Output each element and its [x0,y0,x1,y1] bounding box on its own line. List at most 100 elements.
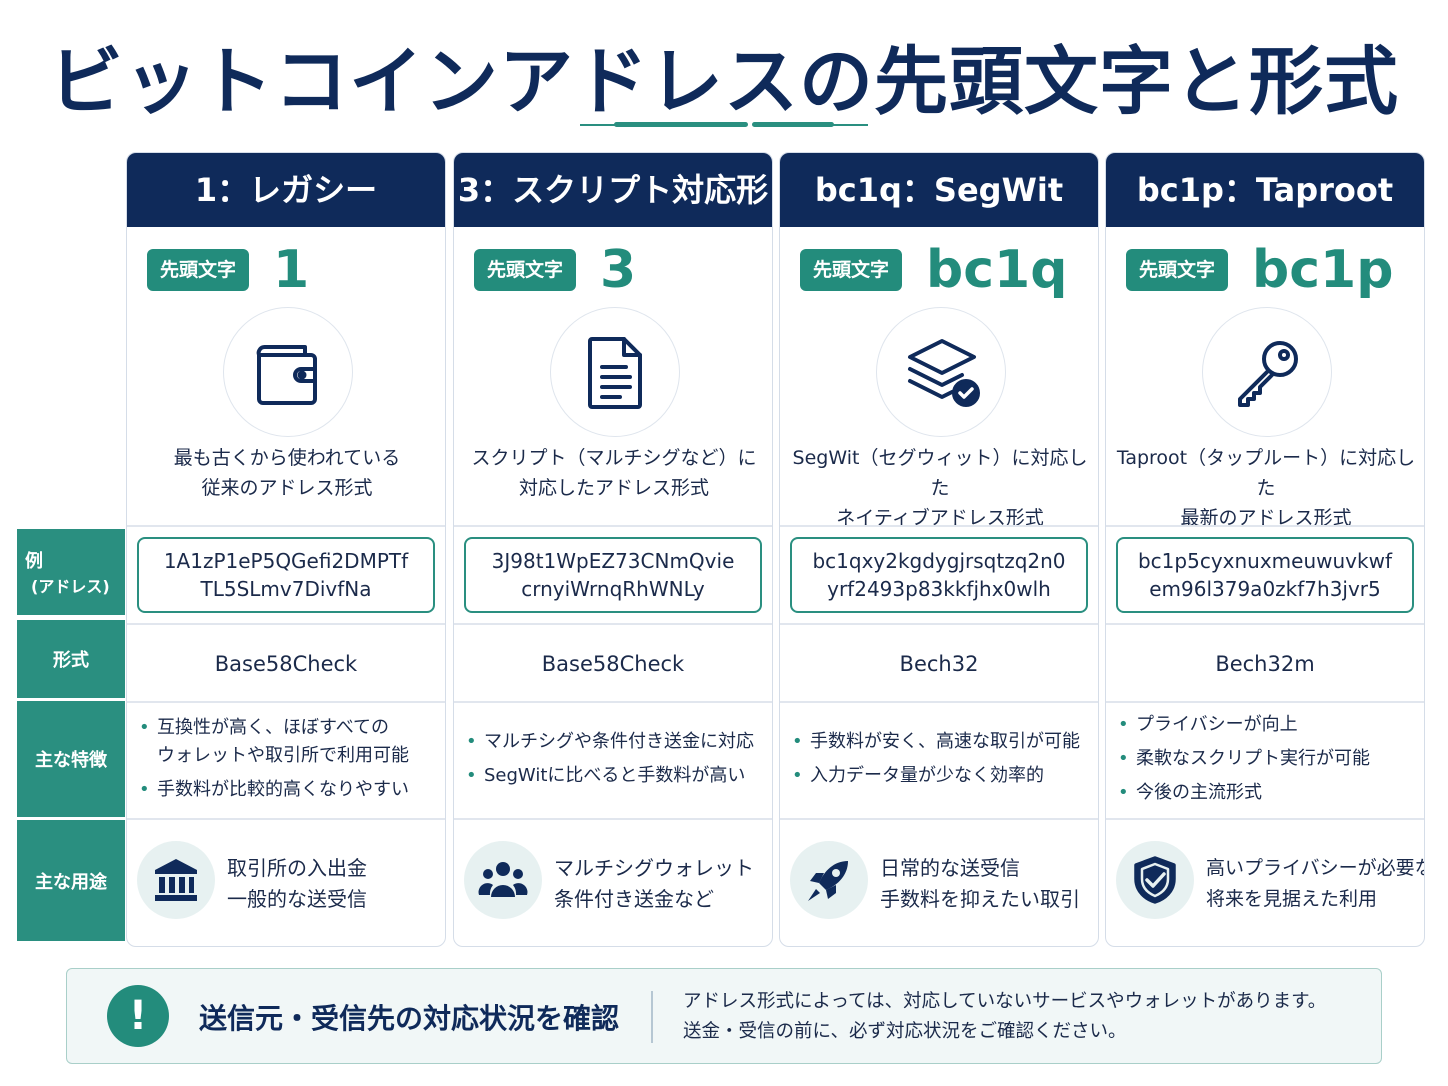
row-label-features: 主な特徴 [17,701,125,817]
features-list: マルチシグや条件付き送金に対応 SegWitに比べると手数料が高い [464,701,769,817]
row-label-example-main: 例 [25,551,43,572]
prefix-value: bc1p [1252,240,1394,300]
example-address[interactable]: bc1p5cyxnuxmeuwuvkwf em96l379a0zkf7h3jvr… [1116,537,1414,613]
desc-line-2: ネイティブアドレス形式 [836,507,1044,529]
address-line-1: bc1qxy2kgdygjrsqtzq2n0 [812,549,1066,573]
divider [1106,818,1424,820]
usage-line-2: 将来を見据えた利用 [1206,888,1378,910]
card-header: 1：レガシー [127,153,445,227]
card-description: SegWit（セグウィット）に対応した ネイティブアドレス形式 [788,443,1092,533]
prefix-badge: 先頭文字 [800,249,902,291]
divider [1106,623,1424,625]
desc-line-2: 対応したアドレス形式 [518,477,709,499]
divider [454,818,772,820]
notice-divider [651,991,653,1043]
shield-check-icon [1116,841,1194,919]
card-description: Taproot（タップルート）に対応した 最新のアドレス形式 [1114,443,1418,533]
address-line-1: 3J98t1WpEZ73CNmQvie [491,549,735,573]
feature-item: 入力データ量が少なく効率的 [790,762,1095,790]
document-icon [550,307,680,437]
prefix-badge: 先頭文字 [1126,249,1228,291]
notice-line-2: 送金・受信の前に、必ず対応状況をご確認ください。 [683,1021,1127,1042]
notice-line-1: アドレス形式によっては、対応していないサービスやウォレットがあります。 [683,991,1327,1012]
wallet-icon [223,307,353,437]
usage-text: マルチシグウォレット 条件付き送金など [554,853,772,915]
bank-icon [137,841,215,919]
usage-line-1: 高いプライバシーが必要な取引 [1206,857,1424,879]
card-header: 3：スクリプト対応形式 [454,153,772,283]
format-value: Base58Check [541,652,685,676]
usage-line-1: 取引所の入出金 [227,856,367,880]
key-icon [1202,307,1332,437]
usage-text: 高いプライバシーが必要な取引 将来を見据えた利用 [1206,853,1424,915]
prefix-badge: 先頭文字 [474,249,576,291]
feature-item: 互換性が高く、ほぼすべての ウォレットや取引所で利用可能 [137,714,442,770]
card-segwit: bc1q：SegWit 先頭文字 bc1q SegWit（セグウィット）に対応し… [779,152,1099,947]
row-label-format: 形式 [17,620,125,698]
divider [780,701,1098,703]
divider [127,818,445,820]
format-value: Bech32m [1215,652,1315,676]
features-list: 互換性が高く、ほぼすべての ウォレットや取引所で利用可能 手数料が比較的高くなり… [137,701,442,817]
divider [1106,525,1424,527]
address-line-2: yrf2493p83kkfjhx0wlh [827,577,1051,601]
row-label-example: 例 (アドレス) [17,529,125,615]
usage-text: 日常的な送受信 手数料を抑えたい取引 [880,853,1098,915]
title-divider-left [580,124,620,126]
prefix-badge: 先頭文字 [147,249,249,291]
usage-line-2: 手数料を抑えたい取引 [880,887,1080,911]
feature-item: 柔軟なスクリプト実行が可能 [1116,745,1421,773]
desc-line-1: 最も古くから使われている [173,447,401,469]
address-line-1: 1A1zP1eP5QGefi2DMPTf [163,549,409,573]
desc-line-1: Taproot（タップルート）に対応した [1116,447,1416,499]
divider [454,623,772,625]
features-list: プライバシーが向上 柔軟なスクリプト実行が可能 今後の主流形式 [1116,701,1421,817]
desc-line-1: SegWit（セグウィット）に対応した [792,447,1088,499]
usage-line-2: 条件付き送金など [554,887,714,911]
format-value: Bech32 [899,652,979,676]
row-label-example-sub: (アドレス) [31,577,110,596]
address-line-1: bc1p5cyxnuxmeuwuvkwf [1137,549,1392,573]
example-address[interactable]: 1A1zP1eP5QGefi2DMPTf TL5SLmv7DivfNa [137,537,435,613]
desc-line-2: 最新のアドレス形式 [1180,507,1352,529]
prefix-value: 3 [600,240,637,300]
divider [780,525,1098,527]
divider [454,525,772,527]
feature-item: 手数料が比較的高くなりやすい [137,776,442,804]
row-label-usage: 主な用途 [17,820,125,941]
card-taproot: bc1p：Taproot 先頭文字 bc1p Taproot（タップルート）に対… [1105,152,1425,947]
prefix-value: bc1q [926,240,1068,300]
format-value: Base58Check [214,652,358,676]
divider [127,525,445,527]
page-title: ビットコインアドレスの先頭文字と形式 [49,39,1399,125]
layers-check-icon [876,307,1006,437]
divider [1106,701,1424,703]
prefix-value: 1 [273,240,310,300]
card-header: bc1q：SegWit [780,153,1098,227]
desc-line-2: 従来のアドレス形式 [201,477,373,499]
feature-item: 今後の主流形式 [1116,779,1421,807]
divider [127,623,445,625]
feature-item: SegWitに比べると手数料が高い [464,762,769,790]
example-address[interactable]: bc1qxy2kgdygjrsqtzq2n0 yrf2493p83kkfjhx0… [790,537,1088,613]
card-description: スクリプト（マルチシグなど）に 対応したアドレス形式 [462,443,766,503]
title-divider-right [828,124,868,126]
card-script: 3：スクリプト対応形式 先頭文字 3 スクリプト（マルチシグなど）に 対応したア… [453,152,773,947]
notice-title: 送信元・受信先の対応状況を確認 [199,1002,620,1035]
card-header: bc1p：Taproot [1106,153,1424,227]
desc-line-1: スクリプト（マルチシグなど）に [471,447,757,469]
users-icon [464,841,542,919]
rocket-icon [790,841,868,919]
divider [780,818,1098,820]
divider [454,701,772,703]
feature-item: 手数料が安く、高速な取引が可能 [790,728,1095,756]
title-divider-center-a [614,122,748,127]
address-line-2: TL5SLmv7DivfNa [200,577,372,601]
usage-text: 取引所の入出金 一般的な送受信 [227,853,445,915]
feature-item: プライバシーが向上 [1116,711,1421,739]
title-divider-center-b [752,122,834,127]
divider [780,623,1098,625]
example-address[interactable]: 3J98t1WpEZ73CNmQvie crnyiWrnqRhWNLy [464,537,762,613]
divider [127,701,445,703]
notice-box: ! 送信元・受信先の対応状況を確認 アドレス形式によっては、対応していないサービ… [66,968,1382,1064]
